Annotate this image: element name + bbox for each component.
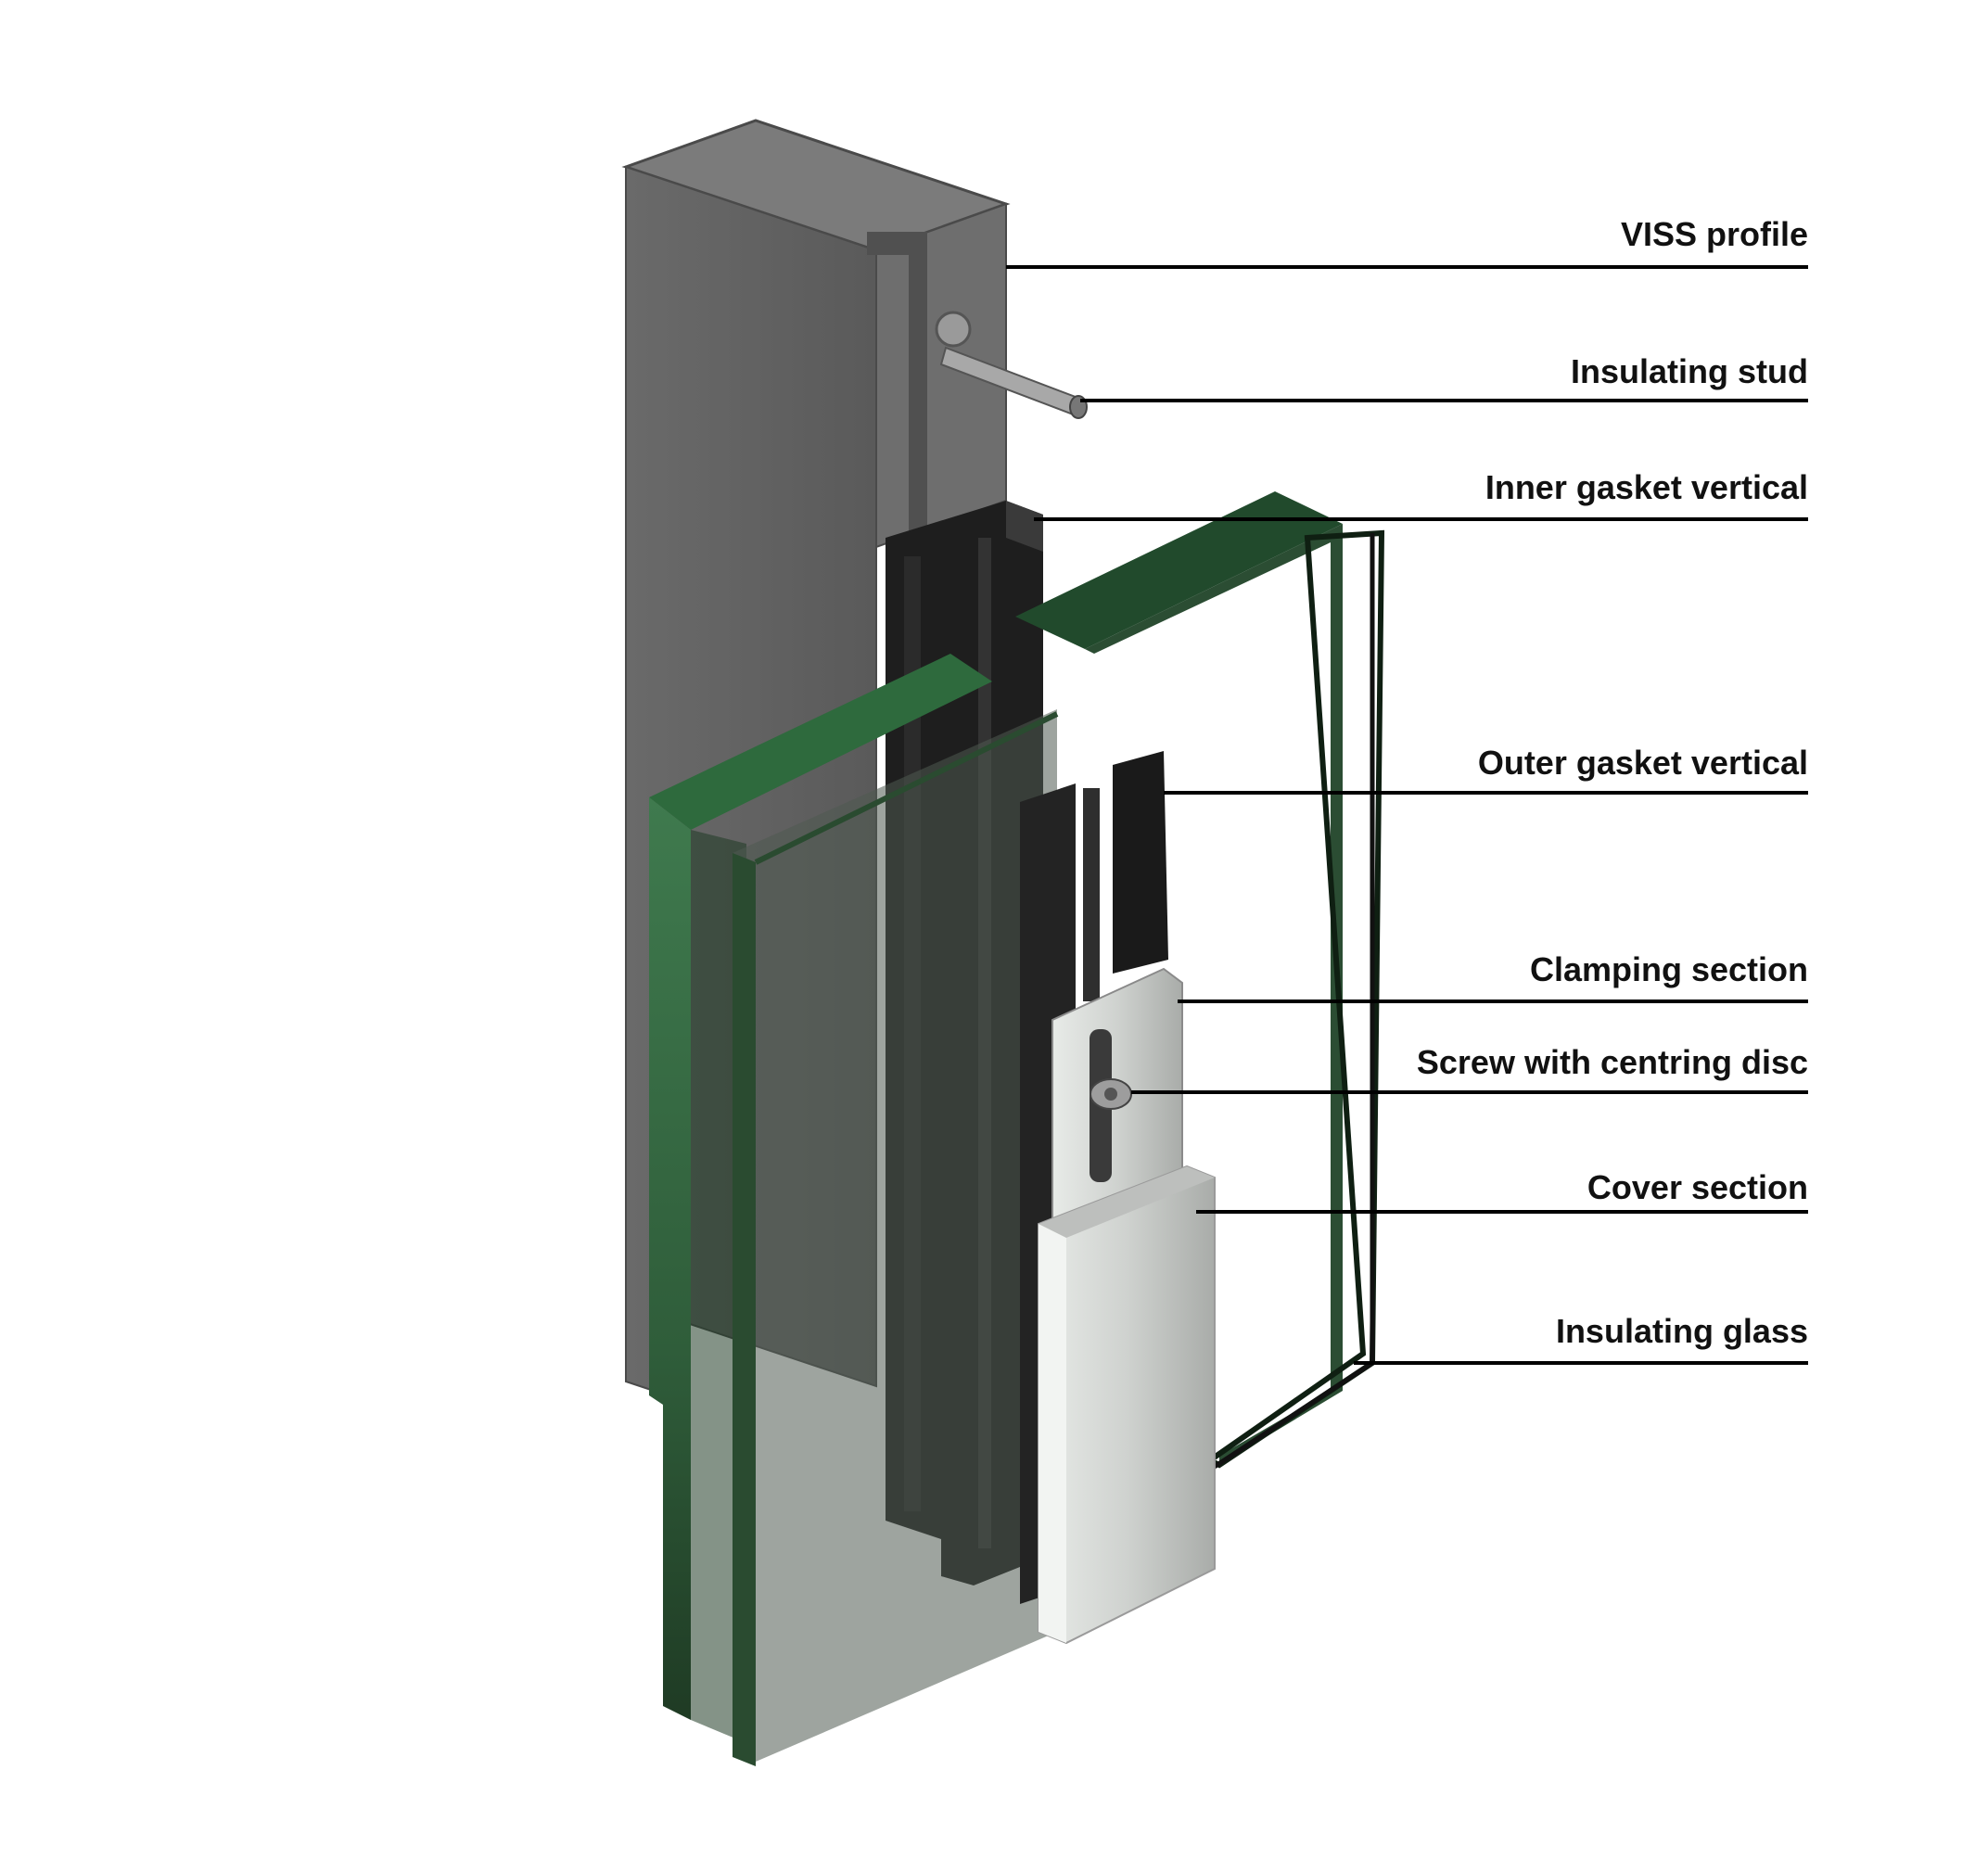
callout-inner-gasket-vertical: Inner gasket vertical (1485, 468, 1808, 506)
viss-profile-slot (867, 232, 927, 556)
callout-clamping-section: Clamping section (1529, 950, 1808, 988)
callout-insulating-glass: Insulating glass (1555, 1312, 1808, 1350)
leader-lines (1006, 265, 1808, 1365)
callout-viss-profile: VISS profile (1620, 215, 1808, 253)
callout-cover-section: Cover section (1587, 1168, 1808, 1206)
callout-outer-gasket-vertical: Outer gasket vertical (1477, 744, 1808, 782)
callout-screw-with-centring-disc: Screw with centring disc (1416, 1043, 1808, 1081)
screw-shape (1090, 1078, 1132, 1110)
cover-section-shape (1038, 1165, 1216, 1645)
insulating-glass-front-pane (649, 654, 1059, 1766)
callout-insulating-stud: Insulating stud (1571, 352, 1808, 390)
